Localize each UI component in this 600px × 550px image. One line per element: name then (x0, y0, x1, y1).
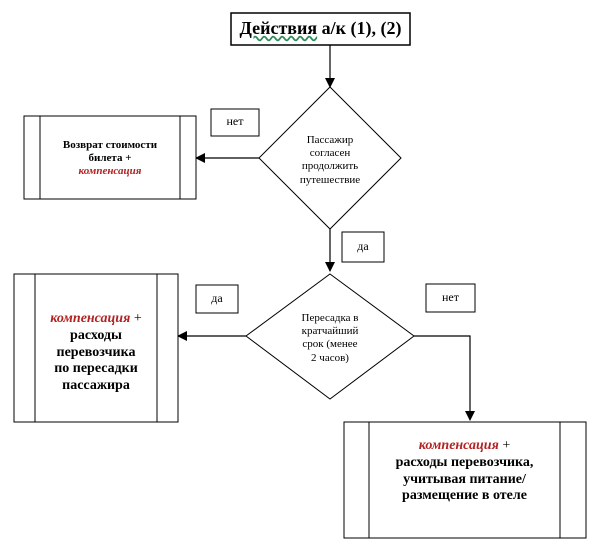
arrow-decision2-no (414, 335, 475, 421)
hotel-box-text: компенсация + расходы перевозчика, учиты… (395, 438, 534, 504)
label-box-no-2 (425, 283, 476, 313)
transfer-box-text: компенсация + расходы перевозчика по пер… (50, 311, 142, 394)
decision-continue-trip-text: Пассажир согласен продолжить путешествие (299, 134, 361, 186)
decision-fast-transfer-text: Пересадка в кратчайший срок (менее 2 час… (301, 312, 359, 364)
title-text: Действия а/к (1), (2) (239, 18, 402, 38)
process-transfer-box (13, 273, 179, 423)
process-hotel-box (343, 421, 587, 539)
process-refund-box (23, 115, 197, 200)
label-box-yes-1 (341, 231, 385, 263)
decision-fast-transfer (245, 273, 415, 400)
label-yes-1: да (357, 239, 369, 253)
decision-continue-trip (258, 86, 402, 230)
label-no-1: нет (226, 114, 244, 128)
refund-box-text: Возврат стоимости билета + компенсация (62, 139, 158, 178)
title-box (230, 12, 411, 46)
label-box-yes-2 (195, 284, 239, 314)
label-box-no-1 (210, 108, 260, 137)
label-no-2: нет (442, 290, 459, 304)
label-yes-2: да (211, 291, 223, 305)
